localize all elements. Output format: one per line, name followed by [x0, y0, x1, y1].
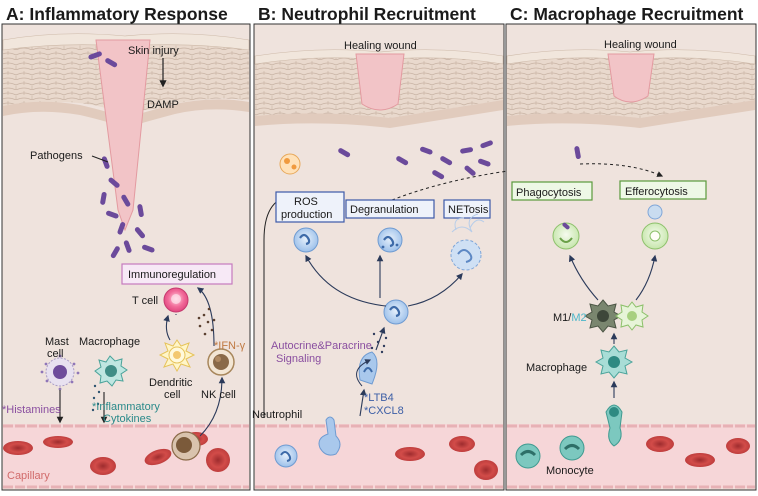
m1-macrophage-icon [583, 299, 623, 333]
inflammatory-label-1: *Inflammatory [92, 401, 160, 413]
efferocytosis-box [619, 180, 707, 200]
m2-macrophage-icon [552, 222, 580, 250]
ros-label-2: production [281, 209, 332, 221]
net-icon [450, 213, 485, 271]
bacteria-icon [574, 146, 581, 160]
autocrine-label-2: Signaling [276, 353, 321, 365]
autocrine-label-1: Autocrine&Paracrine [271, 340, 372, 352]
ifn-dots [197, 307, 216, 336]
mast-cell-label-1: Mast [45, 336, 69, 348]
ros-label-1: ROS [294, 196, 318, 208]
macrophage-icon [94, 355, 128, 387]
neutrophil-icon [358, 351, 378, 385]
nk-cell-label: NK cell [201, 389, 236, 401]
t-cell-icon [163, 287, 189, 313]
m2-label-text: M2 [571, 312, 586, 324]
mast-cell-icon [40, 354, 80, 391]
red-blood-cell-icon [395, 436, 498, 480]
ltb4-label: *LTB4 [364, 392, 394, 404]
neutrophil-icon [274, 416, 341, 468]
panel-b-wound [355, 53, 405, 111]
degranulation-box [345, 199, 435, 219]
panel-b [253, 23, 581, 491]
damp-label: DAMP [147, 99, 179, 111]
panel-c-wound [607, 53, 655, 103]
dendritic-cell-label-1: Dendritic [149, 377, 193, 389]
mast-cell-label-2: cell [47, 348, 64, 360]
phagocytosis-box [511, 181, 593, 201]
panel-c [505, 23, 757, 491]
macrophage-icon [594, 345, 634, 379]
pathogens-label: Pathogens [30, 150, 83, 162]
phagocytosis-label: Phagocytosis [516, 187, 582, 199]
neutrophil-icon [293, 227, 403, 253]
dendritic-cell-label-2: cell [164, 389, 181, 401]
m1-label-text: M1/ [553, 312, 572, 324]
macrophage-label-c: Macrophage [526, 362, 587, 374]
m2-macrophage-icon [615, 301, 649, 331]
panel-c-title: C: Macrophage Recruitment [510, 4, 744, 24]
bacteria-icon [338, 140, 493, 180]
neutrophil-icon [383, 299, 409, 325]
netosis-box [443, 199, 491, 219]
capillary-label: Capillary [7, 470, 50, 482]
monocyte-icon [515, 435, 585, 469]
red-blood-cell-icon [646, 436, 750, 467]
monocyte-icon [605, 404, 623, 447]
panel-b-title: B: Neutrophil Recruitment [258, 4, 476, 24]
degranulation-label: Degranulation [350, 204, 419, 216]
skin-injury-label: Skin injury [128, 45, 179, 57]
inflammatory-label-2: Cytokines [103, 413, 152, 425]
t-cell-label: T cell [132, 295, 158, 307]
dendritic-cell-icon [158, 339, 196, 373]
bacteria-icon [88, 51, 155, 259]
m1-label: M1/M2 [553, 312, 587, 324]
neutrophil-label: Neutrophil [252, 409, 302, 421]
immunoregulation-label: Immunoregulation [128, 269, 216, 281]
ros-production-box [275, 191, 345, 223]
monocyte-icon [171, 431, 201, 461]
monocyte-label: Monocyte [546, 465, 594, 477]
efferocytosis-label: Efferocytosis [625, 186, 688, 198]
ifn-gamma-label: *IFN-γ [214, 340, 246, 352]
panel-a [1, 23, 251, 491]
panel-c-healing-wound-label: Healing wound [604, 39, 677, 51]
histamines-label: *Histamines [2, 404, 61, 416]
m2-macrophage-icon [641, 204, 669, 250]
netosis-label: NETosis [448, 204, 489, 216]
apoptotic-cell-icon [279, 153, 301, 175]
immunoregulation-box [121, 263, 233, 285]
panel-a-title: A: Inflammatory Response [6, 4, 228, 24]
panel-b-healing-wound-label: Healing wound [344, 40, 417, 52]
nk-cell-icon [207, 348, 235, 376]
cxcl8-label: *CXCL8 [364, 405, 404, 417]
panel-a-basal-layer [3, 99, 249, 128]
macrophage-label: Macrophage [79, 336, 140, 348]
